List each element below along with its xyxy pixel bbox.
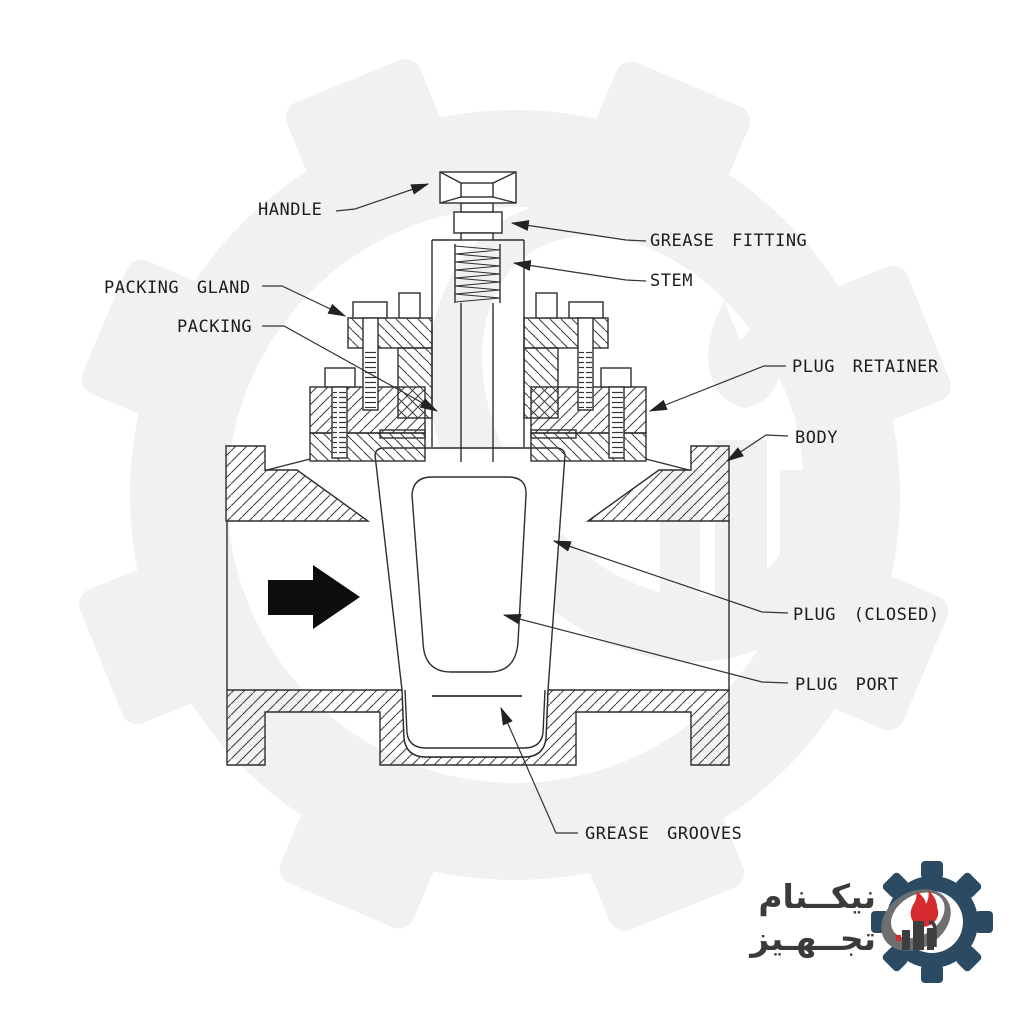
label-packing: PACKING [177, 317, 253, 337]
packing-gland-left-ext [397, 347, 433, 419]
brand-logo-icon [871, 861, 993, 983]
brand-wordmark: نیکــنام تجــهـیز [750, 876, 876, 960]
plug-retainer-right [530, 432, 647, 462]
label-body: BODY [795, 428, 838, 448]
leader-grease-grooves [500, 706, 578, 834]
flame-icon [910, 890, 939, 927]
leader-grease-fitting [510, 220, 647, 242]
leader-stem [512, 260, 647, 282]
label-stem: STEM [650, 271, 693, 291]
flow-direction-arrow [268, 565, 360, 629]
body-left-flange [225, 445, 371, 522]
leader-packing [262, 325, 439, 412]
label-grease-grooves: GREASE GROOVES [585, 824, 743, 844]
grease-fitting-shape [453, 211, 503, 234]
brand-line2: تجــهـیز [750, 919, 876, 958]
refinery-icon [896, 920, 937, 950]
gland-bolts [324, 292, 632, 459]
label-grease-fitting: GREASE FITTING [650, 231, 808, 251]
leader-body [726, 434, 789, 462]
leader-lines [262, 183, 789, 834]
packing-gland-left [347, 317, 433, 349]
leader-handle [335, 183, 430, 212]
label-plug-port: PLUG PORT [795, 675, 899, 695]
label-handle: HANDLE [258, 200, 323, 220]
leader-plug-retainer [648, 365, 786, 412]
handle-shape [439, 171, 517, 204]
packing-gland-right [523, 317, 609, 349]
label-packing-gland: PACKING GLAND [104, 278, 251, 298]
packing-gland-right-ext [523, 347, 559, 419]
plug-port-outline [411, 476, 527, 673]
leader-packing-gland [262, 285, 347, 317]
brand-line1: نیکــنام [758, 877, 876, 916]
label-plug-retainer: PLUG RETAINER [792, 357, 939, 377]
leader-plug-closed [552, 540, 789, 614]
plug-bottom-seam [404, 689, 546, 749]
valve-body-group [225, 171, 730, 766]
plug-retainer-left [309, 432, 426, 462]
label-plug-closed: PLUG (CLOSED) [793, 605, 940, 625]
stem-shape [454, 244, 501, 462]
leader-plug-port [502, 613, 789, 684]
